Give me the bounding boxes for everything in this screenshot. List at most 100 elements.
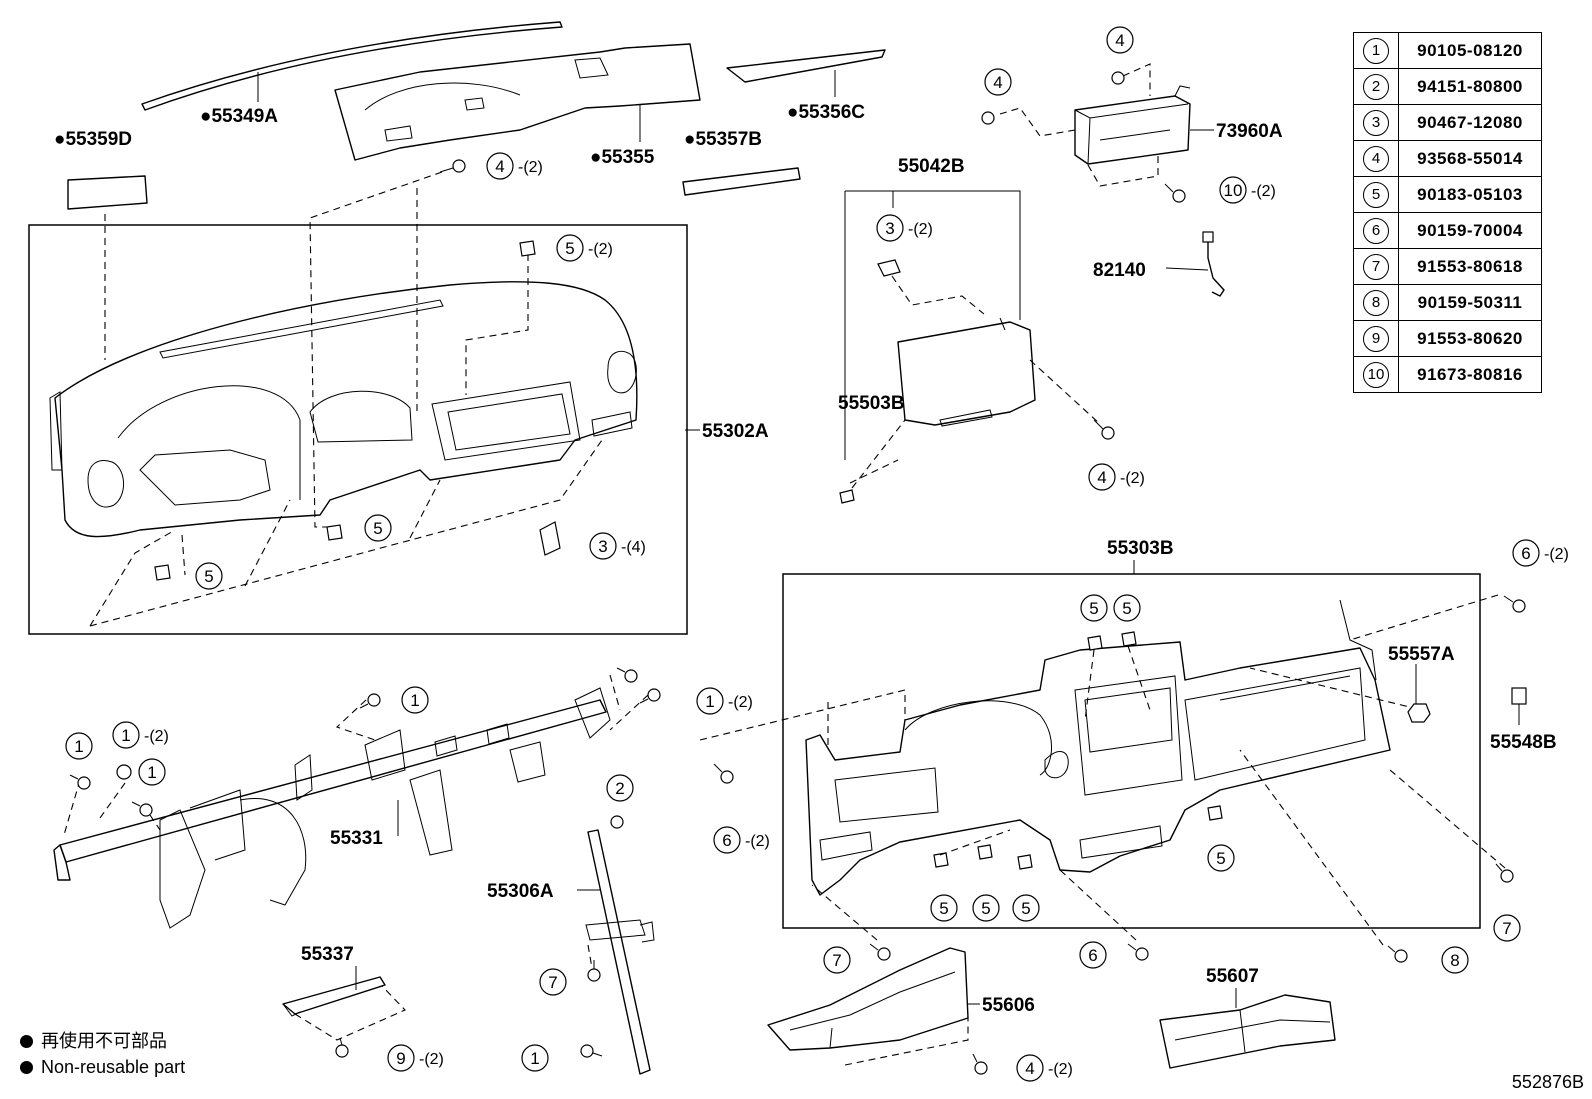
callout-5[interactable]: 5	[1012, 894, 1040, 922]
leader-dashed	[587, 944, 593, 969]
callout-4[interactable]: 4-(2)	[1088, 463, 1145, 491]
part-55331-reinforcement[interactable]	[53, 687, 611, 929]
clip-icon	[877, 259, 901, 277]
part-number-cell[interactable]: 94151-80800	[1398, 68, 1542, 105]
part-73960A-module[interactable]	[1074, 85, 1191, 165]
callout-5[interactable]: 5-(2)	[556, 234, 613, 262]
label-55302A[interactable]: 55302A	[702, 421, 769, 442]
callout-4[interactable]: 4-(2)	[1016, 1054, 1073, 1082]
callout-1[interactable]: 1-(2)	[696, 687, 753, 715]
callout-4[interactable]: 4-(2)	[486, 152, 543, 180]
nut-icon	[610, 815, 624, 829]
leader-dashed	[89, 439, 603, 627]
label-55356C[interactable]: ●55356C	[787, 102, 865, 123]
leader-dashed	[844, 1018, 969, 1066]
part-55356C-molding[interactable]	[726, 49, 886, 83]
callout-number: 7	[832, 951, 841, 970]
callout-layer: 4-(2)5-(2)553-(4)3-(2)4-(2)4410-(2)6-(2)…	[65, 26, 1569, 1082]
callout-5[interactable]: 5	[972, 894, 1000, 922]
leader-dashed	[1239, 749, 1384, 946]
callout-7[interactable]: 7	[1493, 914, 1521, 942]
callout-1[interactable]: 1-(2)	[112, 721, 169, 749]
callout-5[interactable]: 5	[364, 514, 392, 542]
label-55331[interactable]: 55331	[330, 828, 383, 849]
label-55606[interactable]: 55606	[982, 995, 1035, 1016]
callout-7[interactable]: 7	[823, 946, 851, 974]
label-55503B[interactable]: 55503B	[838, 393, 905, 414]
part-number-cell[interactable]: 90159-50311	[1398, 284, 1542, 321]
label-82140[interactable]: 82140	[1093, 260, 1146, 281]
callout-circle	[539, 968, 567, 996]
callout-circle	[112, 721, 140, 749]
part-55359D-pad[interactable]	[67, 175, 148, 210]
label-55306A[interactable]: 55306A	[487, 881, 554, 902]
part-55042B-glove-box[interactable]	[897, 317, 1036, 427]
part-55337-bracket[interactable]	[282, 976, 386, 1017]
ref-number-cell: 5	[1353, 176, 1399, 213]
part-number-cell[interactable]: 90183-05103	[1398, 176, 1542, 213]
callout-5[interactable]: 5	[930, 894, 958, 922]
callout-1[interactable]: 1	[401, 686, 429, 714]
callout-7[interactable]: 7	[539, 968, 567, 996]
callout-number: 4	[1097, 468, 1106, 487]
callout-circle	[556, 234, 584, 262]
callout-number: 8	[1450, 951, 1459, 970]
callout-6[interactable]: 6-(2)	[713, 826, 770, 854]
label-55607[interactable]: 55607	[1206, 966, 1259, 987]
label-55357B[interactable]: ●55357B	[684, 129, 762, 150]
part-number-cell[interactable]: 90105-08120	[1398, 32, 1542, 69]
callout-5[interactable]: 5	[195, 562, 223, 590]
ref-number: 3	[1363, 109, 1389, 136]
callout-3[interactable]: 3-(4)	[589, 532, 646, 560]
bullet-icon	[20, 1061, 33, 1074]
callout-4[interactable]: 4	[984, 68, 1012, 96]
part-55357B-pad[interactable]	[682, 167, 801, 196]
part-number-cell[interactable]: 91553-80620	[1398, 320, 1542, 357]
callout-9[interactable]: 9-(2)	[387, 1044, 444, 1072]
callout-8[interactable]: 8	[1441, 946, 1469, 974]
label-55355[interactable]: ●55355	[590, 147, 655, 168]
part-55349A-molding[interactable]	[141, 21, 563, 111]
part-55302A-instrument-panel[interactable]	[49, 281, 638, 538]
part-number-cell[interactable]: 91673-80816	[1398, 356, 1542, 393]
callout-1[interactable]: 1	[521, 1044, 549, 1072]
part-number-cell[interactable]: 93568-55014	[1398, 140, 1542, 177]
screw-icon	[69, 774, 91, 790]
part-55303B-lower-panel[interactable]	[805, 599, 1391, 896]
callout-10[interactable]: 10-(2)	[1219, 176, 1276, 204]
clip-icon	[1207, 805, 1223, 821]
part-number-cell[interactable]: 91553-80618	[1398, 248, 1542, 285]
label-55557A[interactable]: 55557A	[1388, 644, 1455, 665]
label-55303B[interactable]: 55303B	[1107, 538, 1174, 559]
callout-4[interactable]: 4	[1106, 26, 1134, 54]
bracket-icon	[539, 521, 561, 556]
ref-number: 2	[1363, 73, 1389, 100]
label-55042B[interactable]: 55042B	[898, 156, 965, 177]
callout-1[interactable]: 1	[65, 732, 93, 760]
callout-1[interactable]: 1	[138, 758, 166, 786]
part-55306A-brace[interactable]	[585, 829, 655, 1075]
screw-icon	[616, 667, 638, 683]
label-55337[interactable]: 55337	[301, 944, 354, 965]
part-82140-wire[interactable]	[1202, 231, 1225, 297]
label-73960A[interactable]: 73960A	[1216, 121, 1283, 142]
callout-5[interactable]: 5	[1207, 844, 1235, 872]
label-55349A[interactable]: ●55349A	[200, 106, 278, 127]
callout-2[interactable]: 2	[606, 774, 634, 802]
part-number-cell[interactable]: 90467-12080	[1398, 104, 1542, 141]
callout-5[interactable]: 5	[1113, 594, 1141, 622]
callout-6[interactable]: 6-(2)	[1512, 539, 1569, 567]
label-55359D[interactable]: ●55359D	[54, 129, 132, 150]
part-55355-panel[interactable]	[334, 43, 701, 161]
part-number-cell[interactable]: 90159-70004	[1398, 212, 1542, 249]
callout-5[interactable]: 5	[1080, 594, 1108, 622]
label-55548B[interactable]: 55548B	[1490, 732, 1557, 753]
callout-3[interactable]: 3-(2)	[876, 214, 933, 242]
part-55607-duct[interactable]	[1159, 994, 1336, 1069]
clip-icon	[933, 852, 949, 868]
callout-number: 6	[722, 831, 731, 850]
part-55606-duct[interactable]	[767, 947, 969, 1051]
callout-circle	[1012, 894, 1040, 922]
clip-icon	[1017, 854, 1033, 870]
callout-6[interactable]: 6	[1079, 941, 1107, 969]
